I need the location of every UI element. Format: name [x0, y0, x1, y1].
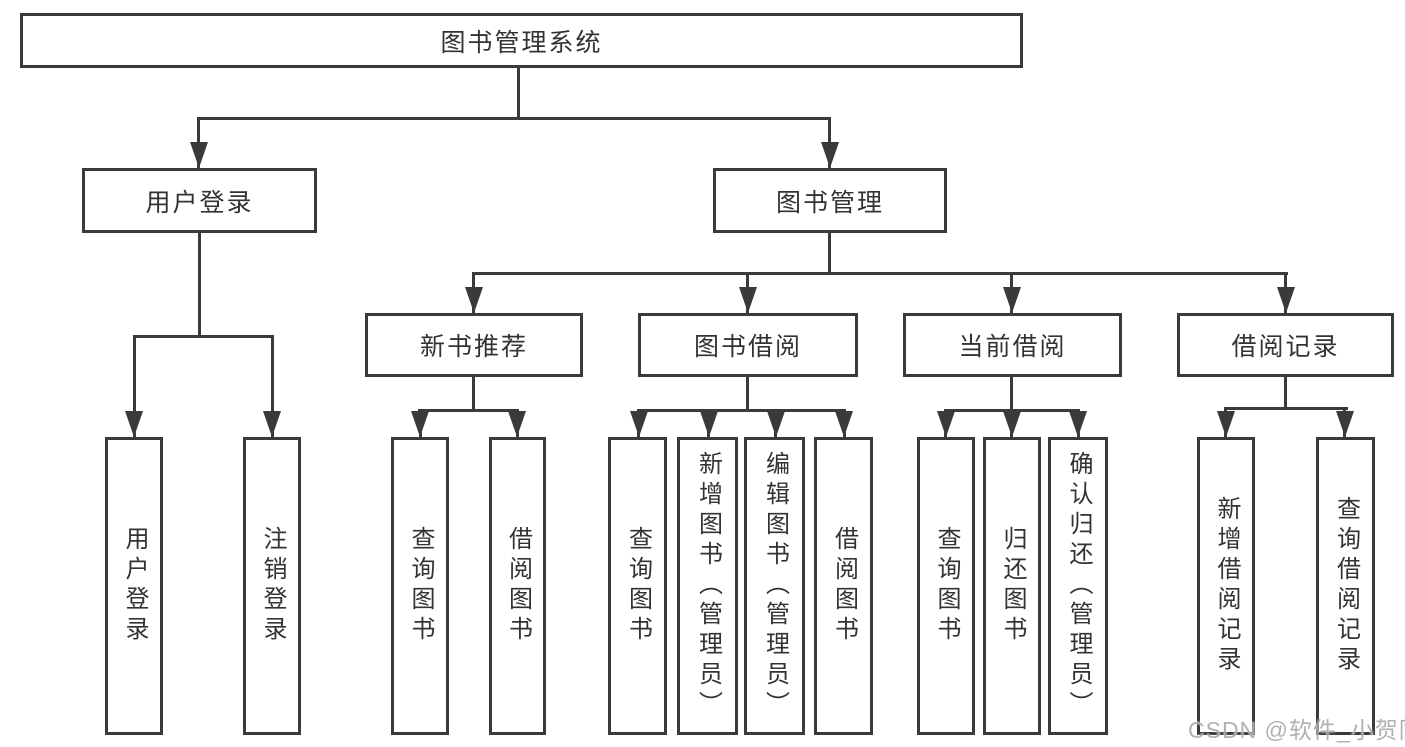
arrowhead-icon [263, 411, 281, 437]
node-book-borrow-label: 图书借阅 [693, 333, 802, 361]
leaf-add-borrow-record: 新增借阅记录 [1197, 437, 1255, 735]
leaf-borrow-book-recommend-label: 借阅图书 [504, 526, 532, 646]
node-root-label: 图书管理系统 [440, 28, 603, 57]
leaf-logout-label: 注销登录 [259, 526, 286, 646]
node-new-book-recommend: 新书推荐 [365, 313, 583, 377]
leaf-user-login-label: 用户登录 [121, 526, 148, 646]
connector-leaf-drop [133, 335, 136, 437]
node-book-management: 图书管理 [713, 168, 947, 233]
node-new-book-recommend-label: 新书推荐 [419, 333, 528, 361]
leaf-add-book-admin: 新增图书（管理员） [677, 437, 738, 735]
arrowhead-icon [465, 287, 483, 313]
connector-group4-rail [1224, 407, 1348, 410]
leaf-query-book-current: 查询图书 [917, 437, 975, 735]
node-current-borrow: 当前借阅 [903, 313, 1122, 377]
leaf-borrow-book-label: 借阅图书 [830, 526, 858, 646]
arrowhead-icon [937, 411, 955, 437]
leaf-query-book-borrow-label: 查询图书 [624, 526, 652, 646]
connector-group4-stem [1284, 377, 1287, 407]
connector-root-rail [197, 117, 831, 120]
connector-group2-stem [746, 377, 749, 409]
connector-root-stem [517, 68, 520, 118]
arrowhead-icon [700, 411, 718, 437]
arrowhead-icon [125, 411, 143, 437]
node-borrow-records-label: 借阅记录 [1231, 333, 1340, 361]
node-book-management-label: 图书管理 [775, 188, 884, 217]
connector-group1-stem [472, 377, 475, 409]
arrowhead-icon [630, 411, 648, 437]
arrowhead-icon [821, 142, 839, 168]
node-user-login: 用户登录 [82, 168, 317, 233]
arrowhead-icon [767, 411, 785, 437]
leaf-add-borrow-record-label: 新增借阅记录 [1213, 496, 1240, 676]
connector-group1-rail [418, 409, 519, 412]
leaf-return-book-label: 归还图书 [999, 526, 1026, 646]
arrowhead-icon [1217, 411, 1235, 437]
leaf-borrow-book-recommend: 借阅图书 [489, 437, 546, 735]
node-borrow-records: 借阅记录 [1177, 313, 1394, 377]
leaf-query-book-current-label: 查询图书 [933, 526, 960, 646]
connector-mgmt-branch-rail [472, 272, 1288, 275]
connector-user-branch-stem [198, 233, 201, 335]
leaf-query-borrow-record-label: 查询借阅记录 [1332, 496, 1360, 676]
connector-mgmt-branch-stem [828, 233, 831, 272]
arrowhead-icon [1003, 287, 1021, 313]
node-root: 图书管理系统 [20, 13, 1023, 68]
node-book-borrow: 图书借阅 [638, 313, 858, 377]
connector-user-branch-rail [133, 335, 274, 338]
csdn-watermark: CSDN @软件_小贺同学 [1188, 717, 1405, 743]
connector-leaf-drop [271, 335, 274, 437]
arrowhead-icon [739, 287, 757, 313]
connector-group3-stem [1010, 377, 1013, 409]
leaf-add-book-admin-label: 新增图书（管理员） [694, 451, 722, 721]
leaf-user-login: 用户登录 [105, 437, 163, 735]
arrowhead-icon [835, 411, 853, 437]
leaf-borrow-book: 借阅图书 [814, 437, 873, 735]
leaf-query-borrow-record: 查询借阅记录 [1316, 437, 1375, 735]
node-user-login-label: 用户登录 [145, 188, 254, 217]
leaf-logout: 注销登录 [243, 437, 301, 735]
leaf-confirm-return-admin: 确认归还（管理员） [1048, 437, 1108, 735]
arrowhead-icon [1277, 287, 1295, 313]
leaf-query-book-recommend: 查询图书 [391, 437, 449, 735]
leaf-return-book: 归还图书 [983, 437, 1041, 735]
leaf-edit-book-admin-label: 编辑图书（管理员） [761, 451, 789, 721]
arrowhead-icon [1336, 411, 1354, 437]
leaf-edit-book-admin: 编辑图书（管理员） [744, 437, 805, 735]
leaf-query-book-borrow: 查询图书 [608, 437, 667, 735]
arrowhead-icon [508, 411, 526, 437]
leaf-confirm-return-admin-label: 确认归还（管理员） [1065, 451, 1092, 721]
arrowhead-icon [190, 142, 208, 168]
arrowhead-icon [1003, 411, 1021, 437]
arrowhead-icon [411, 411, 429, 437]
leaf-query-book-recommend-label: 查询图书 [407, 526, 434, 646]
arrowhead-icon [1069, 411, 1087, 437]
node-current-borrow-label: 当前借阅 [958, 333, 1067, 361]
connector-group2-rail [637, 409, 846, 412]
